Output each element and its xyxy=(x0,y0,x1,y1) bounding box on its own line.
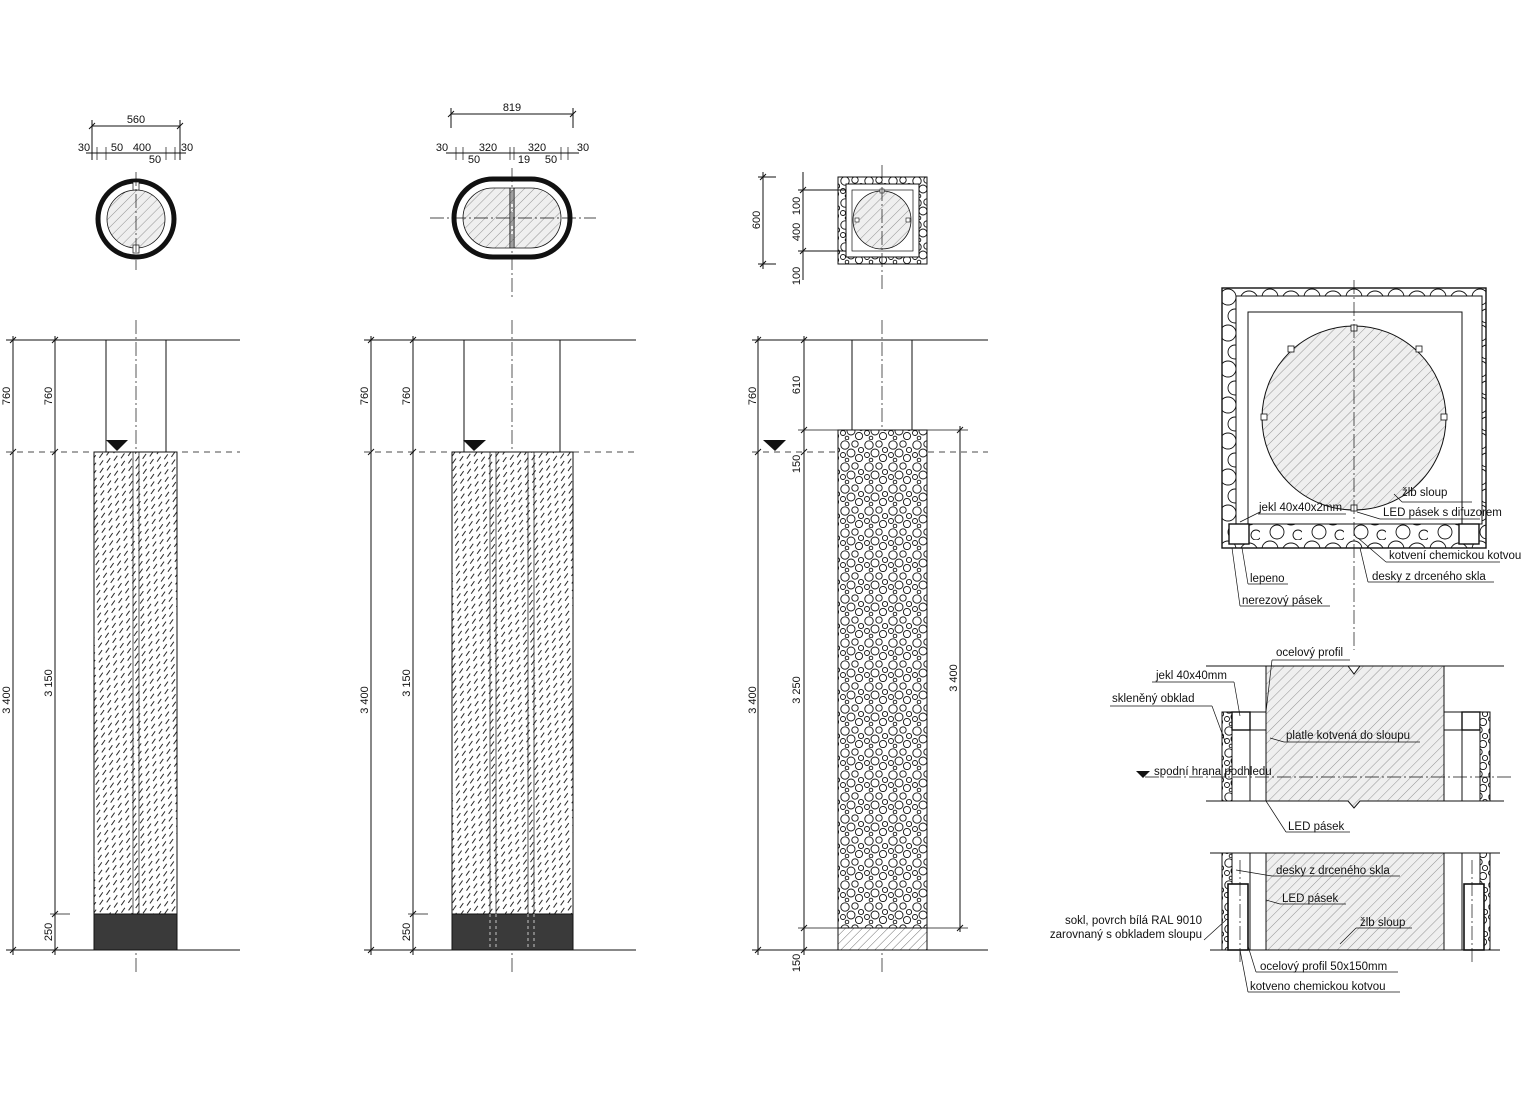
db-label-kotveno: kotveno chemickou kotvou xyxy=(1250,981,1386,993)
c3-elev-dim-step: 150 xyxy=(791,455,803,473)
dp-label-zlb-sloup: žlb sloup xyxy=(1402,487,1447,499)
c3-elev-dim-top-inner: 610 xyxy=(791,376,803,394)
c1-plan-dim-overall: 560 xyxy=(127,114,145,126)
dt-label-skleneny: skleněný obklad xyxy=(1112,693,1194,705)
db-label-sokl-1: sokl, povrch bílá RAL 9010 xyxy=(1065,915,1202,927)
c1-plan-dim-left-gap: 50 xyxy=(111,142,123,154)
dp-label-jekl: jekl 40x40x2mm xyxy=(1258,502,1342,514)
c2-plan-dim-right-gap: 50 xyxy=(545,154,557,166)
c2-elev-dim-total: 3 400 xyxy=(359,686,371,714)
c1-plan-dim-right-gap: 50 xyxy=(149,154,161,166)
c2-plan-dim-right-half: 320 xyxy=(528,142,546,154)
column2-elevation: 760 3 400 760 3 150 250 xyxy=(359,320,636,975)
column1-elevation: 760 3 400 760 3 150 250 xyxy=(1,320,240,975)
c2-plan-dim-joint: 19 xyxy=(518,154,530,166)
dt-label-platle: platle kotvená do sloupu xyxy=(1286,730,1410,742)
c2-elev-dim-plinth: 250 xyxy=(401,923,413,941)
c3-elev-dim-right-total: 3 400 xyxy=(948,664,960,692)
c2-plan-dim-left-half: 320 xyxy=(479,142,497,154)
detail-top-section: ocelový profil jekl 40x40mm skleněný obk… xyxy=(1110,647,1512,833)
column3-elevation: 760 3 400 610 150 3 250 150 3 400 xyxy=(747,320,988,975)
c1-elev-dim-top-outer: 760 xyxy=(1,387,13,405)
c1-elev-dim-top: 760 xyxy=(43,387,55,405)
c3-plan-dim-bottom: 100 xyxy=(791,267,803,285)
column1-plan: 560 30 50 400 50 30 xyxy=(78,114,193,270)
detail-plan: žlb sloup jekl 40x40x2mm LED pásek s dif… xyxy=(1221,280,1521,650)
c2-plan-dim-overall: 819 xyxy=(503,102,521,114)
c2-plan-dim-right-outer: 30 xyxy=(577,142,589,154)
detail-base-section: desky z drceného skla LED pásek sokl, po… xyxy=(1050,852,1500,993)
c2-elev-dim-top-outer: 760 xyxy=(359,387,371,405)
c3-elev-dim-top-outer: 760 xyxy=(747,387,759,405)
c1-plan-dim-core: 400 xyxy=(133,142,151,154)
db-label-led-pasek: LED pásek xyxy=(1282,893,1339,905)
dt-label-ocelovy-profil: ocelový profil xyxy=(1276,647,1343,659)
c1-elev-dim-total: 3 400 xyxy=(1,686,13,714)
dp-label-lepeno: lepeno xyxy=(1250,573,1285,585)
db-label-desky: desky z drceného skla xyxy=(1276,865,1390,877)
c3-plan-dim-top: 100 xyxy=(791,197,803,215)
c3-elev-dim-cladding: 3 250 xyxy=(791,676,803,704)
c2-plan-dim-left-outer: 30 xyxy=(436,142,448,154)
column2-plan: 819 30 50 320 19 320 50 30 xyxy=(430,102,596,300)
c3-plan-dim-core: 400 xyxy=(791,223,803,241)
c1-plan-dim-right-outer: 30 xyxy=(181,142,193,154)
dp-label-led-difuzor: LED pásek s difuzorem xyxy=(1383,507,1502,519)
db-label-sokl-2: zarovnaný s obkladem sloupu xyxy=(1050,929,1202,941)
c3-plan-dim-overall: 600 xyxy=(751,211,763,229)
dp-label-kotveni: kotvení chemickou kotvou xyxy=(1389,550,1521,562)
db-label-zlb-sloup: žlb sloup xyxy=(1360,917,1405,929)
c3-elev-dim-base: 150 xyxy=(791,954,803,972)
c2-plan-dim-left-gap: 50 xyxy=(468,154,480,166)
db-label-ocelovy-profil: ocelový profil 50x150mm xyxy=(1260,961,1387,973)
c1-elev-dim-plinth: 250 xyxy=(43,923,55,941)
column3-plan: 600 100 400 100 xyxy=(751,165,928,290)
c1-elev-dim-cladding: 3 150 xyxy=(43,669,55,697)
dt-label-led-pasek: LED pásek xyxy=(1288,821,1345,833)
dp-label-desky: desky z drceného skla xyxy=(1372,571,1486,583)
c2-elev-dim-top: 760 xyxy=(401,387,413,405)
c1-plan-dim-left-outer: 30 xyxy=(78,142,90,154)
dt-label-jekl: jekl 40x40mm xyxy=(1155,670,1227,682)
dp-label-nerezovy: nerezový pásek xyxy=(1242,595,1323,607)
c2-elev-dim-cladding: 3 150 xyxy=(401,669,413,697)
dt-label-spodni-hrana: spodní hrana podhledu xyxy=(1154,766,1272,778)
c3-elev-dim-total: 3 400 xyxy=(747,686,759,714)
